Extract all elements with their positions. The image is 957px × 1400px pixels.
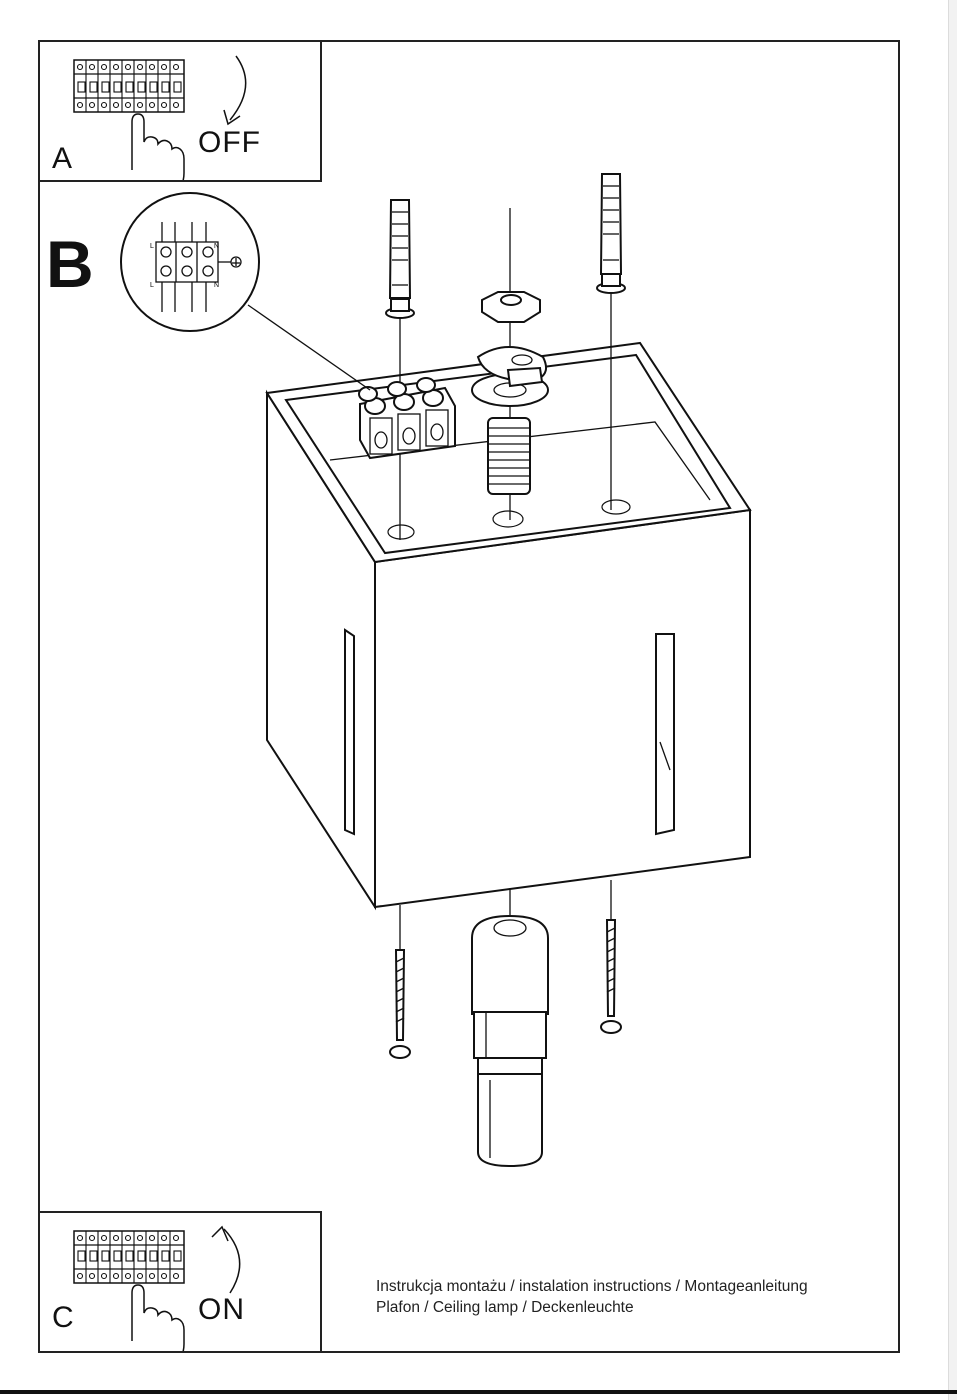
screw-right	[600, 880, 622, 1034]
circuit-breaker-icon	[73, 1225, 241, 1351]
step-c-letter: C	[52, 1301, 74, 1334]
step-a-panel: A OFF	[38, 40, 322, 182]
mounting-hardware	[471, 208, 549, 520]
page-bottom-rule	[0, 1390, 957, 1394]
page-edge	[948, 0, 957, 1400]
step-a-letter: A	[52, 142, 73, 175]
caption-subtitle: Plafon / Ceiling lamp / Deckenleuchte	[376, 1299, 634, 1316]
document-caption: Instrukcja montażu / instalation instruc…	[376, 1276, 808, 1318]
step-c-panel: C ON	[38, 1211, 322, 1353]
hand-icon	[131, 1284, 185, 1351]
power-off-label: OFF	[198, 126, 261, 159]
step-b-letter: B	[46, 227, 94, 301]
circuit-breaker-icon	[73, 55, 247, 180]
hand-icon	[131, 113, 185, 180]
power-on-label: ON	[198, 1293, 245, 1326]
screw-left	[389, 905, 411, 1059]
terminal-block	[358, 377, 456, 460]
caption-title: Instrukcja montażu / instalation instruc…	[376, 1278, 808, 1295]
wiring-callout	[120, 192, 260, 332]
neutral-label-top: N	[214, 243, 219, 250]
instruction-sheet-frame	[38, 40, 900, 1353]
lamp-holder	[471, 888, 549, 1168]
live-label-bottom: L	[150, 282, 154, 289]
live-label-top: L	[150, 243, 154, 250]
neutral-label-bottom: N	[214, 282, 219, 289]
arrow-up-icon	[223, 1228, 241, 1294]
arrow-down-icon	[229, 55, 247, 121]
wall-plug-right	[596, 173, 626, 510]
